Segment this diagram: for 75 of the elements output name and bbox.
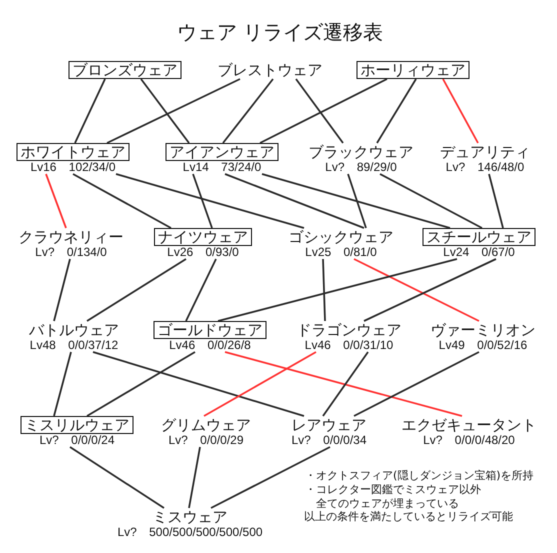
title: ウェア リライズ遷移表	[176, 20, 384, 44]
connector-line	[74, 78, 106, 144]
connector-line	[72, 173, 172, 229]
note-text: 以上の条件を満たしているとリライズ可能	[304, 510, 513, 523]
connector-line	[354, 351, 480, 417]
connector-line	[70, 446, 164, 509]
connector-line	[53, 258, 71, 322]
connector-line	[442, 78, 479, 144]
item-name: レアウェア	[290, 416, 368, 434]
connector-line	[322, 258, 326, 322]
stats-text: Lv? 0/0/0/34	[291, 434, 367, 447]
connector-line	[192, 174, 213, 228]
stats-text: Lv? 0/0/0/29	[168, 434, 244, 447]
item-name-box: アイアンウェア	[166, 143, 278, 161]
stats-text: Lv46 0/0/31/10	[304, 339, 394, 352]
connector-line	[224, 351, 462, 417]
note-text: ・オクトスフィア(隠しダンジョン宝箱)を所持	[305, 469, 534, 482]
connector-line	[210, 446, 330, 509]
item-name-box: スチールウェア	[422, 228, 536, 246]
connector-line	[218, 258, 458, 322]
stats-text: Lv? 0/0/0/24	[39, 434, 115, 447]
stats-text: Lv? 146/48/0	[446, 161, 524, 174]
item-name-box: ブロンズウェア	[68, 61, 182, 79]
item-name: ヴァーミリオン	[430, 321, 536, 339]
item-name: ブレストウェア	[216, 61, 324, 79]
connector-line	[185, 258, 217, 322]
stats-text: Lv? 0/134/0	[35, 246, 107, 259]
connector-line	[188, 446, 201, 508]
connector-line	[347, 174, 367, 228]
stats-text: Lv24 0/67/0	[443, 246, 515, 259]
connector-line	[45, 174, 67, 228]
stats-text: Lv? 0/0/0/48/20	[423, 434, 515, 447]
connector-line	[204, 351, 316, 417]
connector-line	[380, 173, 482, 229]
connector-line	[260, 78, 388, 144]
item-name: ミスウェア	[152, 508, 228, 526]
connector-line	[116, 173, 304, 229]
connector-line	[106, 78, 240, 144]
connector-line	[364, 258, 496, 322]
item-name: クラウネリィー	[18, 228, 124, 246]
stats-text: Lv48 0/0/37/12	[30, 339, 118, 352]
connector-line	[262, 173, 450, 229]
item-name: グリムウェア	[160, 416, 252, 434]
item-name-box: ゴールドウェア	[154, 321, 266, 339]
connector-line	[86, 351, 196, 417]
item-name: ゴシックウェア	[288, 228, 394, 246]
connector-line	[140, 78, 190, 144]
item-name: エクゼキュータント	[400, 416, 538, 434]
stats-text: Lv26 0/93/0	[167, 246, 239, 259]
item-name-box: ミスリルウェア	[20, 416, 134, 434]
connector-line	[224, 173, 364, 229]
connector-line	[354, 258, 480, 322]
connector-line	[92, 351, 304, 417]
connector-line	[86, 258, 186, 322]
item-name-box: ナイツウェア	[154, 228, 252, 246]
stats-text: Lv16 102/34/0	[30, 161, 116, 174]
item-name: バトルウェア	[28, 321, 120, 339]
connector-line	[222, 78, 274, 144]
stats-text: Lv46 0/0/26/8	[169, 339, 251, 352]
stats-text: Lv? 89/29/0	[325, 161, 397, 174]
item-name: ドラゴンウェア	[296, 321, 402, 339]
connector-line	[322, 351, 369, 417]
connector-line	[376, 78, 417, 144]
note-text: ・コレクター図鑑でミスウェア以外全てのウェアが埋まっている	[305, 483, 482, 510]
stats-text: Lv14 73/24/0	[182, 161, 262, 174]
stats-text: Lv49 0/0/52/16	[438, 339, 528, 352]
connector-line	[488, 174, 504, 228]
stats-text: Lv25 0/81/0	[305, 246, 377, 259]
item-name: デュアリティ	[439, 143, 531, 161]
connector-line	[53, 352, 72, 416]
connector-line	[295, 78, 344, 144]
item-name: ブラックウェア	[308, 143, 414, 161]
stats-text: Lv? 500/500/500/500/500	[117, 526, 263, 539]
item-name-box: ホワイトウェア	[16, 143, 130, 161]
item-name-box: ホーリィウェア	[356, 61, 470, 79]
